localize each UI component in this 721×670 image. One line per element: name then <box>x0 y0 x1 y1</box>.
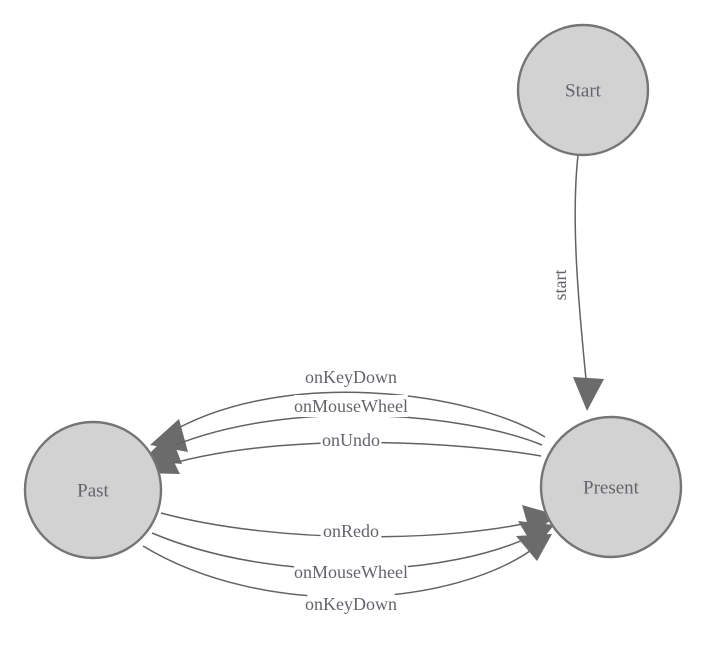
edge-label-text: onKeyDown <box>305 367 397 387</box>
node-present[interactable]: Present <box>539 415 683 559</box>
node-shape[interactable] <box>539 415 683 559</box>
node-label: Start <box>565 81 602 102</box>
edge-label-present-to-past-onmousewheel: onMouseWheel <box>294 395 408 417</box>
node-label: Past <box>77 481 109 502</box>
edge-label-text: onMouseWheel <box>294 396 408 416</box>
edge-label-past-to-present-onredo: onRedo <box>320 520 382 542</box>
edge-label-backdrop <box>307 593 395 615</box>
edge-label-present-to-past-onkeydown: onKeyDown <box>305 366 397 388</box>
edge-label-start-to-present: start <box>549 259 571 311</box>
edge-label-past-to-present-onmousewheel: onMouseWheel <box>294 561 408 583</box>
node-start[interactable]: Start <box>516 23 650 157</box>
edge-label-present-to-past-onundo: onUndo <box>320 429 382 451</box>
edge-label-text: onMouseWheel <box>294 562 408 582</box>
node-label: Present <box>583 478 640 499</box>
node-past[interactable]: Past <box>23 420 163 560</box>
node-shape[interactable] <box>23 420 163 560</box>
edge-labels-layer: start onKeyDown onMouseWheel onUndo onRedo on… <box>294 259 571 615</box>
edge-label-text: onKeyDown <box>305 594 397 614</box>
edge-label-text: onUndo <box>322 430 380 450</box>
node-shape[interactable] <box>516 23 650 157</box>
edge-label-text: onRedo <box>323 521 379 541</box>
edge-label-backdrop <box>294 395 408 417</box>
edge-label-backdrop <box>549 259 571 311</box>
edge-label-past-to-present-onkeydown: onKeyDown <box>305 593 397 615</box>
edge-line <box>165 391 546 438</box>
edge-start-to-present <box>573 154 604 411</box>
arrowhead-icon <box>516 534 552 561</box>
edge-label-backdrop <box>320 429 382 451</box>
edge-label-text: start <box>550 270 570 301</box>
edge-label-backdrop <box>320 520 382 542</box>
arrowhead-icon <box>573 377 604 411</box>
edge-label-backdrop <box>307 366 395 388</box>
edge-line <box>574 154 588 390</box>
edge-label-backdrop <box>294 561 408 583</box>
